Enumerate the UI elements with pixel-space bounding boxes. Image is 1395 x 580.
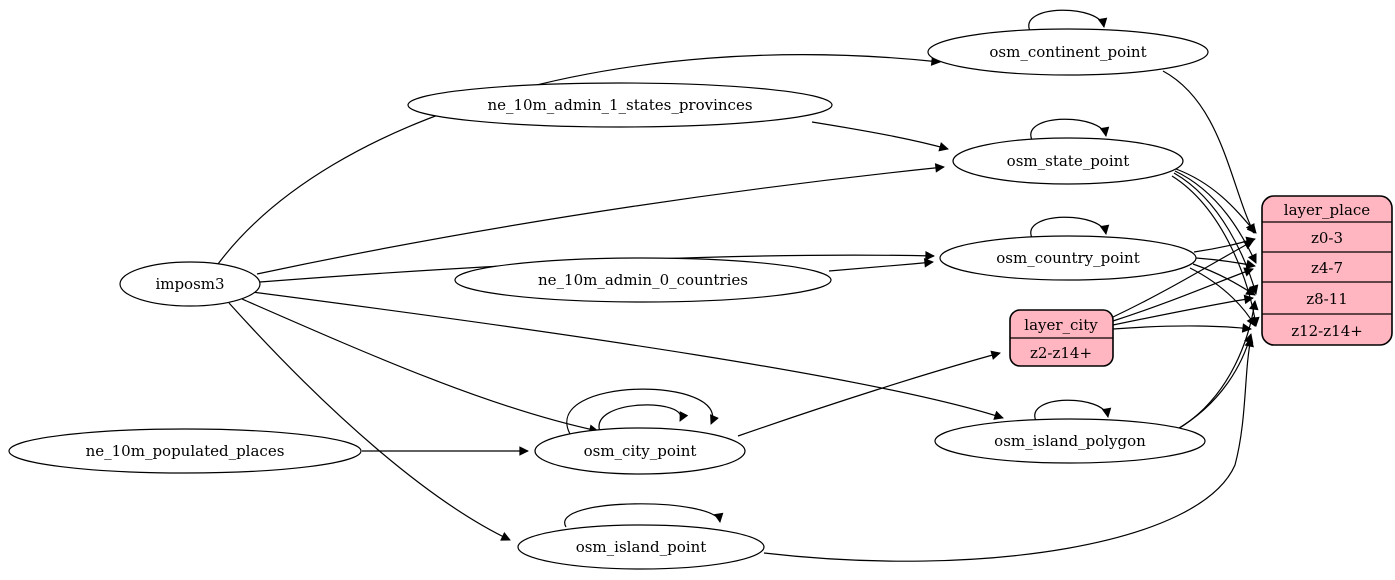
node-label-ne_10m_admin_1_states_provinces: ne_10m_admin_1_states_provinces bbox=[487, 96, 752, 114]
record-row-layer_place-z12-z14: z12-z14+ bbox=[1291, 322, 1363, 340]
node-label-ne_10m_populated_places: ne_10m_populated_places bbox=[86, 442, 285, 460]
node-label-osm_continent_point: osm_continent_point bbox=[989, 43, 1146, 61]
edge-osm_country_point-z4-7 bbox=[1195, 257, 1256, 270]
selfloop-osm_state_point bbox=[1030, 118, 1110, 141]
edge-imposm3-osm_state_point bbox=[256, 163, 945, 275]
edge-osm_island_point-z12-z14 bbox=[763, 337, 1254, 562]
node-imposm3: imposm3 bbox=[119, 261, 261, 307]
node-osm_city_point: osm_city_point bbox=[534, 427, 746, 475]
selfloop-osm_island_point bbox=[564, 503, 724, 528]
node-osm_country_point: osm_country_point bbox=[939, 235, 1197, 281]
node-label-osm_country_point: osm_country_point bbox=[996, 249, 1140, 267]
node-ne_10m_populated_places: ne_10m_populated_places bbox=[8, 428, 362, 474]
edge-imposm3-osm_city_point bbox=[241, 298, 599, 434]
node-shape-osm_island_point bbox=[517, 524, 765, 570]
edge-layer bbox=[217, 9, 1260, 562]
node-osm_island_point: osm_island_point bbox=[517, 524, 765, 570]
selfloop-outer-osm_city_point bbox=[566, 388, 719, 435]
edge-osm_state_point-z8-11 bbox=[1173, 172, 1259, 295]
node-shape-osm_island_polygon bbox=[934, 418, 1206, 464]
node-label-imposm3: imposm3 bbox=[155, 275, 224, 293]
edge-layer_city-z4-7 bbox=[1112, 267, 1254, 322]
selfloop-osm_island_polygon bbox=[1034, 399, 1112, 422]
edge-osm_continent_point-z0-3 bbox=[1162, 70, 1255, 234]
edge-osm_island_polygon-z12-z14 bbox=[1173, 333, 1254, 432]
record-layer_city: layer_city z2-z14+ bbox=[1009, 309, 1114, 367]
node-shape-imposm3 bbox=[119, 261, 261, 307]
node-osm_state_point: osm_state_point bbox=[952, 137, 1184, 185]
edge-ne10m-admin1-osm_state_point bbox=[811, 121, 949, 152]
record-row-layer_place-z0-3: z0-3 bbox=[1311, 229, 1343, 247]
edge-layer_city-z12-z14 bbox=[1112, 323, 1252, 333]
selfloop-osm_country_point bbox=[1030, 216, 1110, 239]
node-shape-ne_10m_admin_0_countries bbox=[454, 257, 832, 303]
edge-osm_state_point-z4-7 bbox=[1174, 170, 1257, 264]
node-ne_10m_admin_1_states_provinces: ne_10m_admin_1_states_provinces bbox=[407, 82, 833, 128]
record-layer_place: layer_place z0-3 z4-7 z8-11 z12-z14+ bbox=[1261, 195, 1393, 346]
node-osm_island_polygon: osm_island_polygon bbox=[934, 418, 1206, 464]
node-label-osm_state_point: osm_state_point bbox=[1007, 152, 1130, 170]
edge-osm_country_point-z8-11 bbox=[1192, 263, 1256, 296]
node-shape-ne_10m_admin_1_states_provinces bbox=[407, 82, 833, 128]
edge-imposm3-osm_island_polygon bbox=[251, 291, 1004, 420]
edge-layer_city-z8-11 bbox=[1112, 294, 1254, 326]
record-row-layer_place-z8-11: z8-11 bbox=[1306, 290, 1348, 308]
node-shape-osm_city_point bbox=[534, 427, 746, 475]
node-shape-osm_state_point bbox=[952, 137, 1184, 185]
node-label-osm_island_polygon: osm_island_polygon bbox=[994, 432, 1146, 450]
selfloop-inner-osm_city_point bbox=[598, 404, 689, 433]
node-label-osm_island_point: osm_island_point bbox=[576, 538, 707, 556]
record-title-layer_place: layer_place bbox=[1284, 201, 1371, 219]
record-title-layer_city: layer_city bbox=[1024, 316, 1098, 334]
edge-imposm3-osm_island_point bbox=[228, 302, 511, 541]
record-row-layer_place-z4-7: z4-7 bbox=[1311, 259, 1343, 277]
node-ne_10m_admin_0_countries: ne_10m_admin_0_countries bbox=[454, 257, 832, 303]
edge-osm_country_point-z12-z14 bbox=[1189, 267, 1256, 327]
record-shape-layer_place bbox=[1261, 195, 1393, 346]
node-shape-ne_10m_populated_places bbox=[8, 428, 362, 474]
edge-layer_city-z0-3 bbox=[1112, 240, 1254, 318]
record-row-layer_city-z2-z14: z2-z14+ bbox=[1030, 344, 1092, 362]
node-shape-osm_country_point bbox=[939, 235, 1197, 281]
edge-ne10m-admin0-osm_country_point bbox=[828, 258, 934, 272]
node-label-ne_10m_admin_0_countries: ne_10m_admin_0_countries bbox=[538, 271, 748, 289]
node-shape-osm_continent_point bbox=[927, 28, 1209, 76]
selfloop-osm_continent_point bbox=[1028, 9, 1108, 32]
edge-osm_state_point-z0-3 bbox=[1175, 168, 1257, 234]
edge-osm_city_point-layer_city bbox=[737, 350, 1001, 437]
edge-osm_country_point-z0-3 bbox=[1193, 236, 1256, 253]
node-label-osm_city_point: osm_city_point bbox=[584, 442, 697, 460]
node-osm_continent_point: osm_continent_point bbox=[927, 28, 1209, 76]
